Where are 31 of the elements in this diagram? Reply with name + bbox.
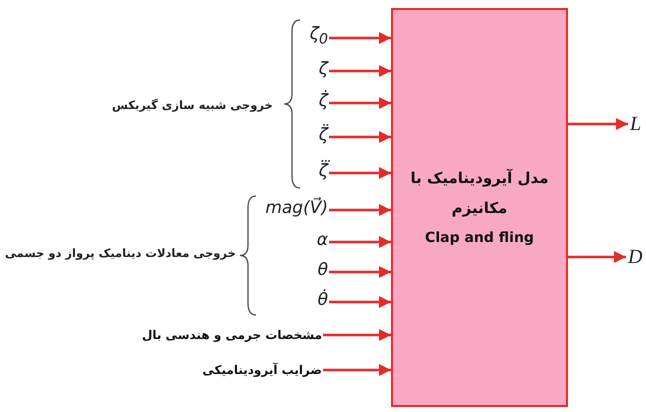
arrow: [329, 97, 391, 109]
arrow: [568, 251, 626, 263]
input-variable: ζ̇: [318, 90, 328, 112]
input-variable: ζ: [318, 58, 328, 80]
box-subtitle: Clap and fling: [425, 228, 534, 248]
input-variable: α: [316, 230, 328, 250]
input-variable: ζ$_{0}$: [310, 24, 328, 48]
group-label: خروجی شبیه سازی گیربکس: [112, 98, 273, 112]
arrow: [329, 32, 391, 44]
arrow: [329, 167, 391, 179]
group-label: خروجی معادلات دینامیک پرواز دو جسمی: [5, 246, 236, 260]
input-variable: mag(V⃗): [265, 198, 328, 218]
arrow: [323, 329, 391, 341]
box-title: مدل آیرودینامیک با مکانیزم: [410, 168, 550, 219]
arrow: [323, 364, 391, 376]
arrow: [329, 204, 391, 216]
arrow: [329, 65, 391, 77]
input-variable: ζ̈: [318, 124, 328, 146]
arrow: [568, 118, 628, 130]
arrow: [329, 131, 391, 143]
input-variable: ضرایب آیرودینامیکی: [202, 363, 322, 377]
input-variable: مشخصات جرمی و هندسی بال: [142, 328, 322, 342]
output-variable: D: [628, 246, 642, 268]
input-variable: θ̇: [318, 290, 328, 310]
input-variable: ζ⃛: [318, 160, 328, 182]
input-variable: θ: [318, 260, 328, 280]
arrow: [329, 236, 391, 248]
process-box: [391, 8, 568, 407]
arrow: [329, 296, 391, 308]
output-variable: L: [630, 112, 642, 136]
arrow: [329, 266, 391, 278]
